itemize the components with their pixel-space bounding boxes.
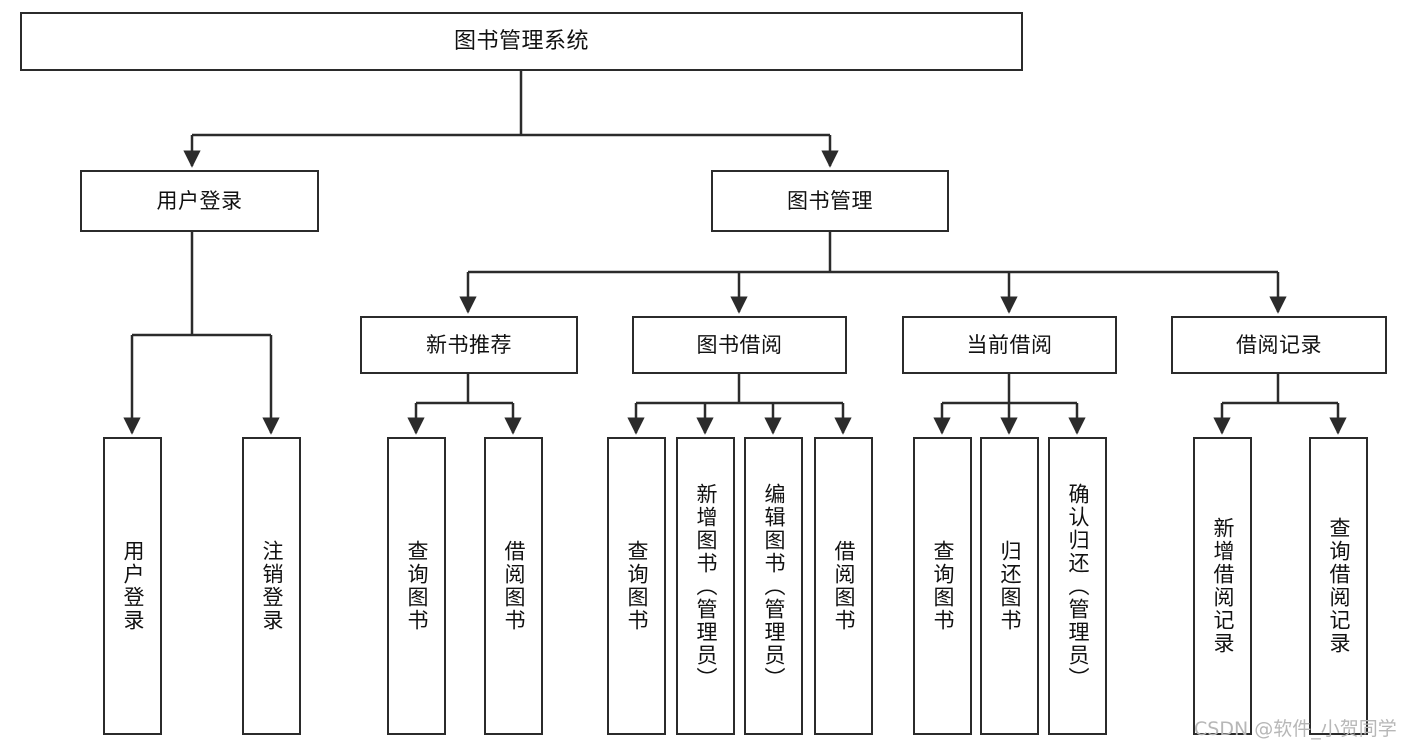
- node-new-book-recommend[interactable]: 新书推荐: [360, 316, 578, 374]
- leaf-user-login-logout[interactable]: 注销登录: [242, 437, 301, 735]
- leaf-borrow-add-book-admin[interactable]: 新增图书（管理员）: [676, 437, 735, 735]
- leaf-recommend-query-book[interactable]: 查询图书: [387, 437, 446, 735]
- node-label: 图书管理: [787, 188, 873, 213]
- node-label: 图书管理系统: [453, 28, 589, 54]
- csdn-watermark: CSDN @软件_小贺同学: [1194, 718, 1397, 740]
- node-label: 查询图书: [931, 540, 955, 632]
- node-label: 借阅记录: [1236, 332, 1322, 357]
- node-label: 借阅图书: [502, 540, 526, 632]
- node-borrow-record[interactable]: 借阅记录: [1171, 316, 1387, 374]
- leaf-current-return-book[interactable]: 归还图书: [980, 437, 1039, 735]
- node-label: 查询图书: [405, 540, 429, 632]
- leaf-borrow-edit-book-admin[interactable]: 编辑图书（管理员）: [744, 437, 803, 735]
- node-label: 新书推荐: [426, 332, 512, 357]
- node-book-borrow[interactable]: 图书借阅: [632, 316, 847, 374]
- node-system-root[interactable]: 图书管理系统: [20, 12, 1023, 71]
- leaf-current-confirm-return-admin[interactable]: 确认归还（管理员）: [1048, 437, 1107, 735]
- node-label: 编辑图书（管理员）: [762, 482, 786, 690]
- node-label: 新增借阅记录: [1211, 517, 1235, 655]
- leaf-borrow-borrow-book[interactable]: 借阅图书: [814, 437, 873, 735]
- leaf-current-query-book[interactable]: 查询图书: [913, 437, 972, 735]
- node-label: 确认归还（管理员）: [1066, 482, 1090, 690]
- node-label: 借阅图书: [832, 540, 856, 632]
- node-label: 新增图书（管理员）: [694, 482, 718, 690]
- node-label: 注销登录: [260, 540, 284, 632]
- node-label: 用户登录: [156, 188, 243, 213]
- leaf-borrow-query-book[interactable]: 查询图书: [607, 437, 666, 735]
- node-label: 归还图书: [998, 540, 1022, 632]
- node-label: 用户登录: [121, 540, 145, 632]
- leaf-user-login-login[interactable]: 用户登录: [103, 437, 162, 735]
- leaf-recommend-borrow-book[interactable]: 借阅图书: [484, 437, 543, 735]
- node-label: 查询图书: [625, 540, 649, 632]
- leaf-record-query-record[interactable]: 查询借阅记录: [1309, 437, 1368, 735]
- leaf-record-add-record[interactable]: 新增借阅记录: [1193, 437, 1252, 735]
- node-label: 查询借阅记录: [1327, 517, 1351, 655]
- node-label: 当前借阅: [966, 332, 1053, 357]
- node-user-login[interactable]: 用户登录: [80, 170, 319, 232]
- node-book-management[interactable]: 图书管理: [711, 170, 949, 232]
- node-label: 图书借阅: [696, 332, 783, 357]
- node-current-borrow[interactable]: 当前借阅: [902, 316, 1117, 374]
